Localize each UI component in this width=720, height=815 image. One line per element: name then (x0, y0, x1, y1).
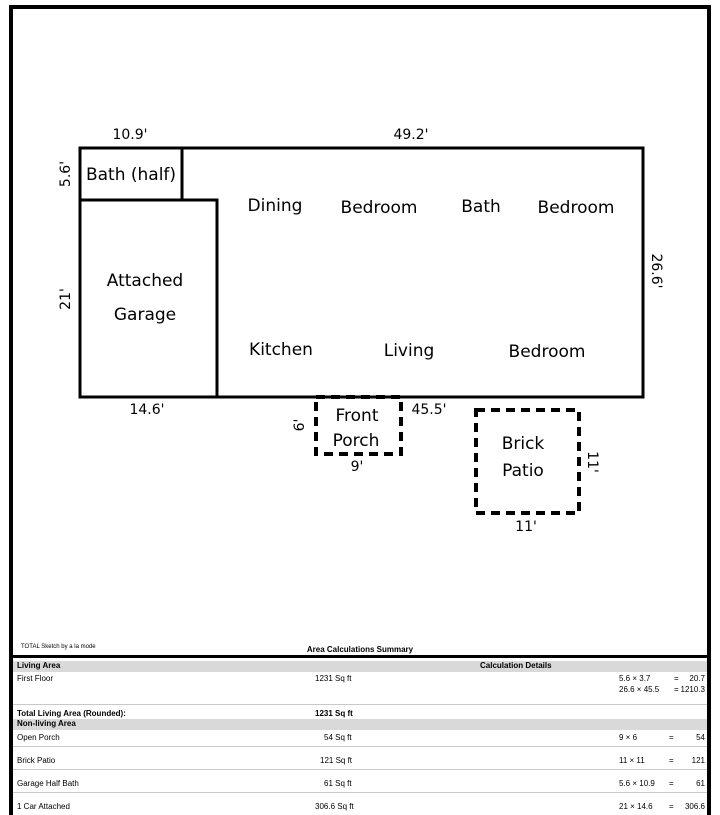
row-divider (13, 792, 707, 793)
room-front-porch-line2: Porch (333, 431, 380, 451)
room-garage-line1: Attached (107, 271, 183, 291)
brick-patio-outline (474, 408, 581, 515)
dim-patio-width: 11' (515, 519, 537, 535)
page-frame (9, 5, 711, 815)
calc-expr: 9 × 6 (619, 733, 638, 742)
room-front-porch-line1: Front (336, 406, 379, 426)
first-floor-area: 1231 Sq ft (315, 674, 352, 683)
floor-plan-sketch: Bath (half) Attached Garage Dining Bedro… (58, 127, 664, 535)
dim-porch-width: 9' (351, 459, 364, 475)
nonliving-header: Non-living Area (17, 719, 76, 728)
room-brick-patio-line2: Patio (502, 461, 544, 481)
calc-val: 121 (691, 756, 705, 765)
calc-expr: 5.6 × 3.7 (619, 674, 651, 683)
room-bath: Bath (461, 197, 501, 217)
sketch-credit: TOTAL Sketch by a la mode (21, 644, 96, 650)
nonliving-header-row: Non-living Area (13, 719, 707, 730)
summary-title: Area Calculations Summary (306, 645, 414, 654)
dim-house-width: 49.2' (393, 127, 428, 143)
row-name: Brick Patio (17, 756, 56, 765)
first-floor-name: First Floor (17, 674, 53, 683)
calc-expr: 5.6 × 10.9 (619, 779, 655, 788)
row-area: 61 Sq ft (324, 779, 352, 788)
calc-eq: = (669, 779, 674, 788)
calc-expr: 26.6 × 45.5 (619, 685, 660, 694)
dim-bath-width: 10.9' (112, 127, 147, 143)
total-living-area: 1231 Sq ft (315, 709, 353, 718)
living-area-header: Living Area (17, 661, 61, 670)
room-bedroom-2: Bedroom (538, 198, 615, 218)
row-divider (13, 769, 707, 770)
dim-porch-depth: 6' (292, 419, 308, 432)
calculation-details-header: Calculation Details (480, 661, 552, 670)
calc-val: 54 (696, 733, 705, 742)
calc-val: 61 (696, 779, 705, 788)
row-name: Open Porch (17, 733, 60, 742)
total-living-name: Total Living Area (Rounded): (17, 709, 126, 718)
room-living: Living (384, 341, 435, 361)
calc-eq: = (669, 802, 674, 811)
dim-garage-height: 21' (58, 288, 74, 310)
room-bedroom-1: Bedroom (341, 198, 418, 218)
room-bedroom-3: Bedroom (509, 342, 586, 362)
dim-patio-depth: 11' (584, 451, 600, 473)
room-bath-half: Bath (half) (86, 165, 176, 185)
row-name: Garage Half Bath (17, 779, 79, 788)
calc-val: 1210.3 (680, 685, 705, 694)
room-brick-patio-line1: Brick (502, 434, 545, 454)
row-area: 54 Sq ft (324, 733, 352, 742)
dim-living-front: 45.5' (411, 402, 446, 418)
row-area: 306.6 Sq ft (315, 802, 354, 811)
calc-eq: = (674, 674, 679, 683)
calc-eq: = (669, 756, 674, 765)
row-area: 121 Sq ft (320, 756, 353, 765)
room-dining: Dining (248, 196, 303, 216)
room-kitchen: Kitchen (249, 340, 313, 360)
area-summary-table: Living Area Calculation Details First Fl… (9, 655, 711, 815)
calc-eq: = (669, 733, 674, 742)
dim-bath-height: 5.6' (58, 161, 74, 187)
row-divider (13, 746, 707, 747)
calc-expr: 21 × 14.6 (619, 802, 653, 811)
front-porch-outline (314, 395, 403, 456)
dim-house-depth: 26.6' (648, 253, 664, 288)
garage-outline (78, 198, 219, 399)
calc-eq: = (674, 685, 679, 694)
row-divider (13, 704, 707, 705)
calc-val: 20.7 (689, 674, 705, 683)
first-floor-row: First Floor 1231 Sq ft 5.6 × 3.7 = 20.7 … (13, 674, 707, 698)
room-garage-line2: Garage (114, 305, 176, 325)
calc-val: 306.6 (684, 802, 705, 811)
calc-expr: 11 × 11 (619, 756, 645, 765)
dim-garage-width: 14.6' (129, 402, 164, 418)
living-area-header-row: Living Area Calculation Details (13, 661, 707, 672)
row-name: 1 Car Attached (17, 802, 70, 811)
